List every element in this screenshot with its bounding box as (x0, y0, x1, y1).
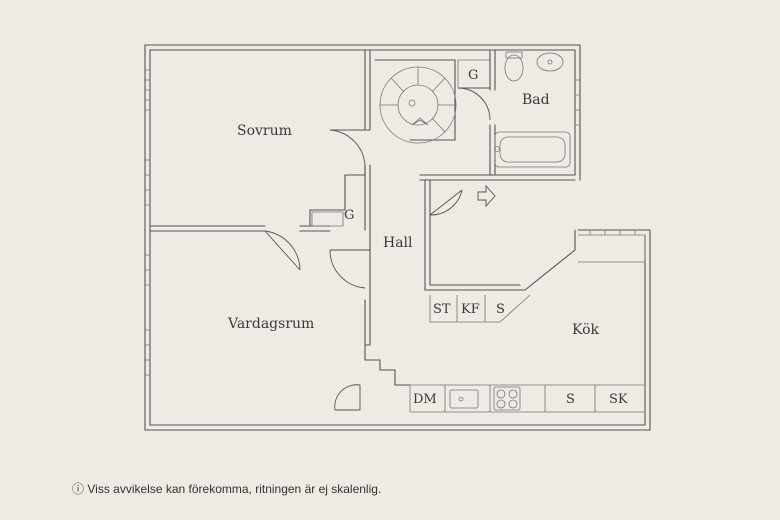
doors (264, 87, 496, 411)
room-label-bad: Bad (522, 92, 550, 108)
label-wardrobe-top: G (468, 68, 478, 83)
bathroom-fixtures (494, 51, 571, 168)
room-label-kok: Kök (572, 322, 600, 338)
disclaimer-note: ⓘ Viss avvikelse kan förekomma, ritninge… (72, 480, 381, 497)
outer-walls (144, 44, 651, 431)
room-label-hall: Hall (383, 235, 413, 251)
kitchen-appliances (449, 386, 521, 411)
label-s-hall: S (496, 302, 505, 317)
label-st: ST (433, 302, 451, 317)
label-s-kitchen: S (566, 392, 575, 407)
room-label-vardagsrum: Vardagsrum (227, 316, 314, 332)
label-dm: DM (413, 392, 437, 407)
spiral-stair (379, 66, 457, 144)
room-label-sovrum: Sovrum (237, 123, 292, 139)
label-wardrobe-hall: G (344, 208, 354, 223)
info-icon: ⓘ (72, 482, 85, 496)
label-kf: KF (461, 302, 480, 317)
interior-walls (149, 49, 646, 413)
disclaimer-text: Viss avvikelse kan förekomma, ritningen … (87, 482, 382, 496)
label-sk: SK (609, 392, 628, 407)
